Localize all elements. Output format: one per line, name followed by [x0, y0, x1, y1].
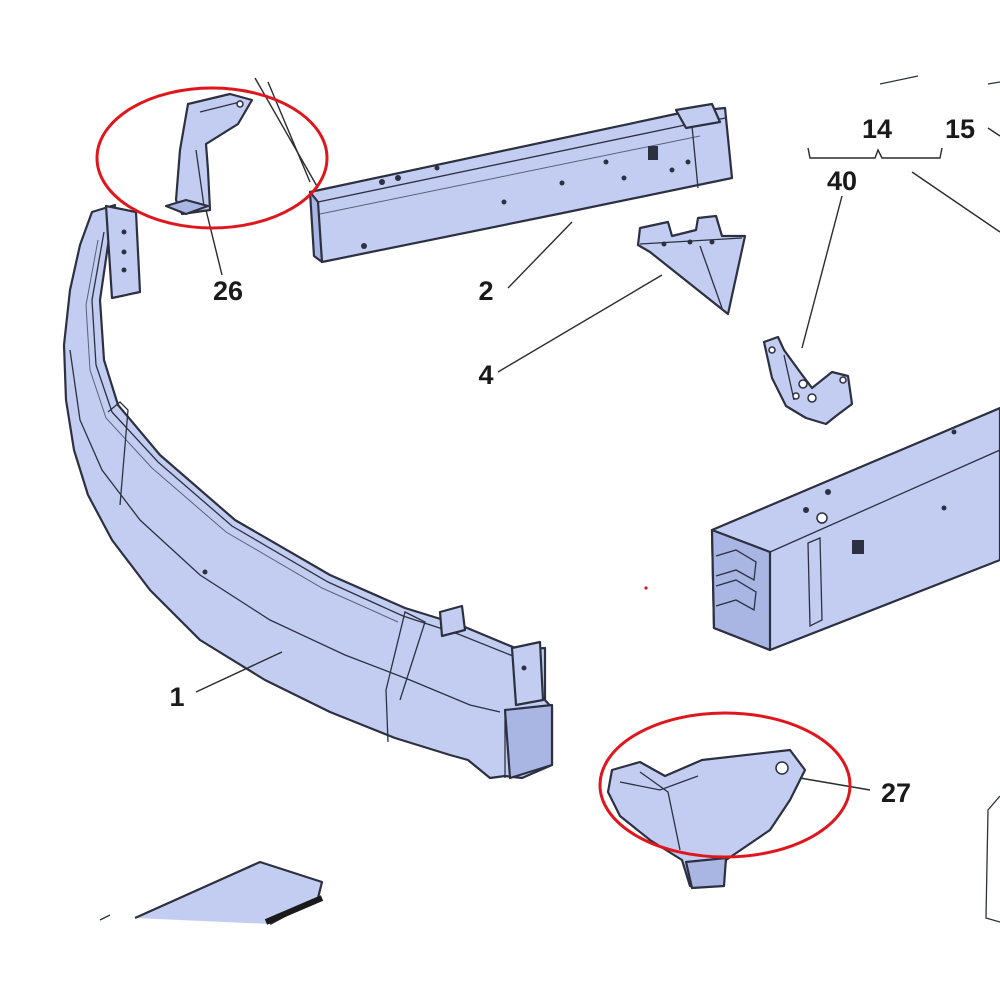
red-dot-marker — [644, 586, 648, 590]
partial-part-right-edge — [985, 795, 1000, 923]
callout-circle-part-27 — [598, 711, 852, 859]
label-2: 2 — [478, 276, 493, 306]
label-40: 40 — [827, 166, 857, 196]
part-26-bracket — [164, 92, 254, 216]
part-1-bumper-beam — [62, 203, 554, 780]
label-1: 1 — [169, 682, 184, 712]
part-40-mount-bracket — [762, 335, 854, 426]
label-4: 4 — [478, 360, 493, 390]
side-member-beam — [710, 406, 1000, 652]
partial-part-bottom-left — [99, 860, 324, 925]
label-15: 15 — [945, 114, 975, 144]
label-14: 14 — [862, 114, 892, 144]
leader-lines — [195, 77, 1000, 791]
callout-circle-part-26 — [95, 86, 329, 230]
part-27-bracket — [606, 748, 807, 890]
part-2-upper-bracket — [308, 102, 734, 264]
label-27: 27 — [881, 778, 911, 808]
label-26: 26 — [213, 276, 243, 306]
part-4-gusset — [636, 214, 747, 316]
partial-part-top-right — [879, 75, 1000, 85]
